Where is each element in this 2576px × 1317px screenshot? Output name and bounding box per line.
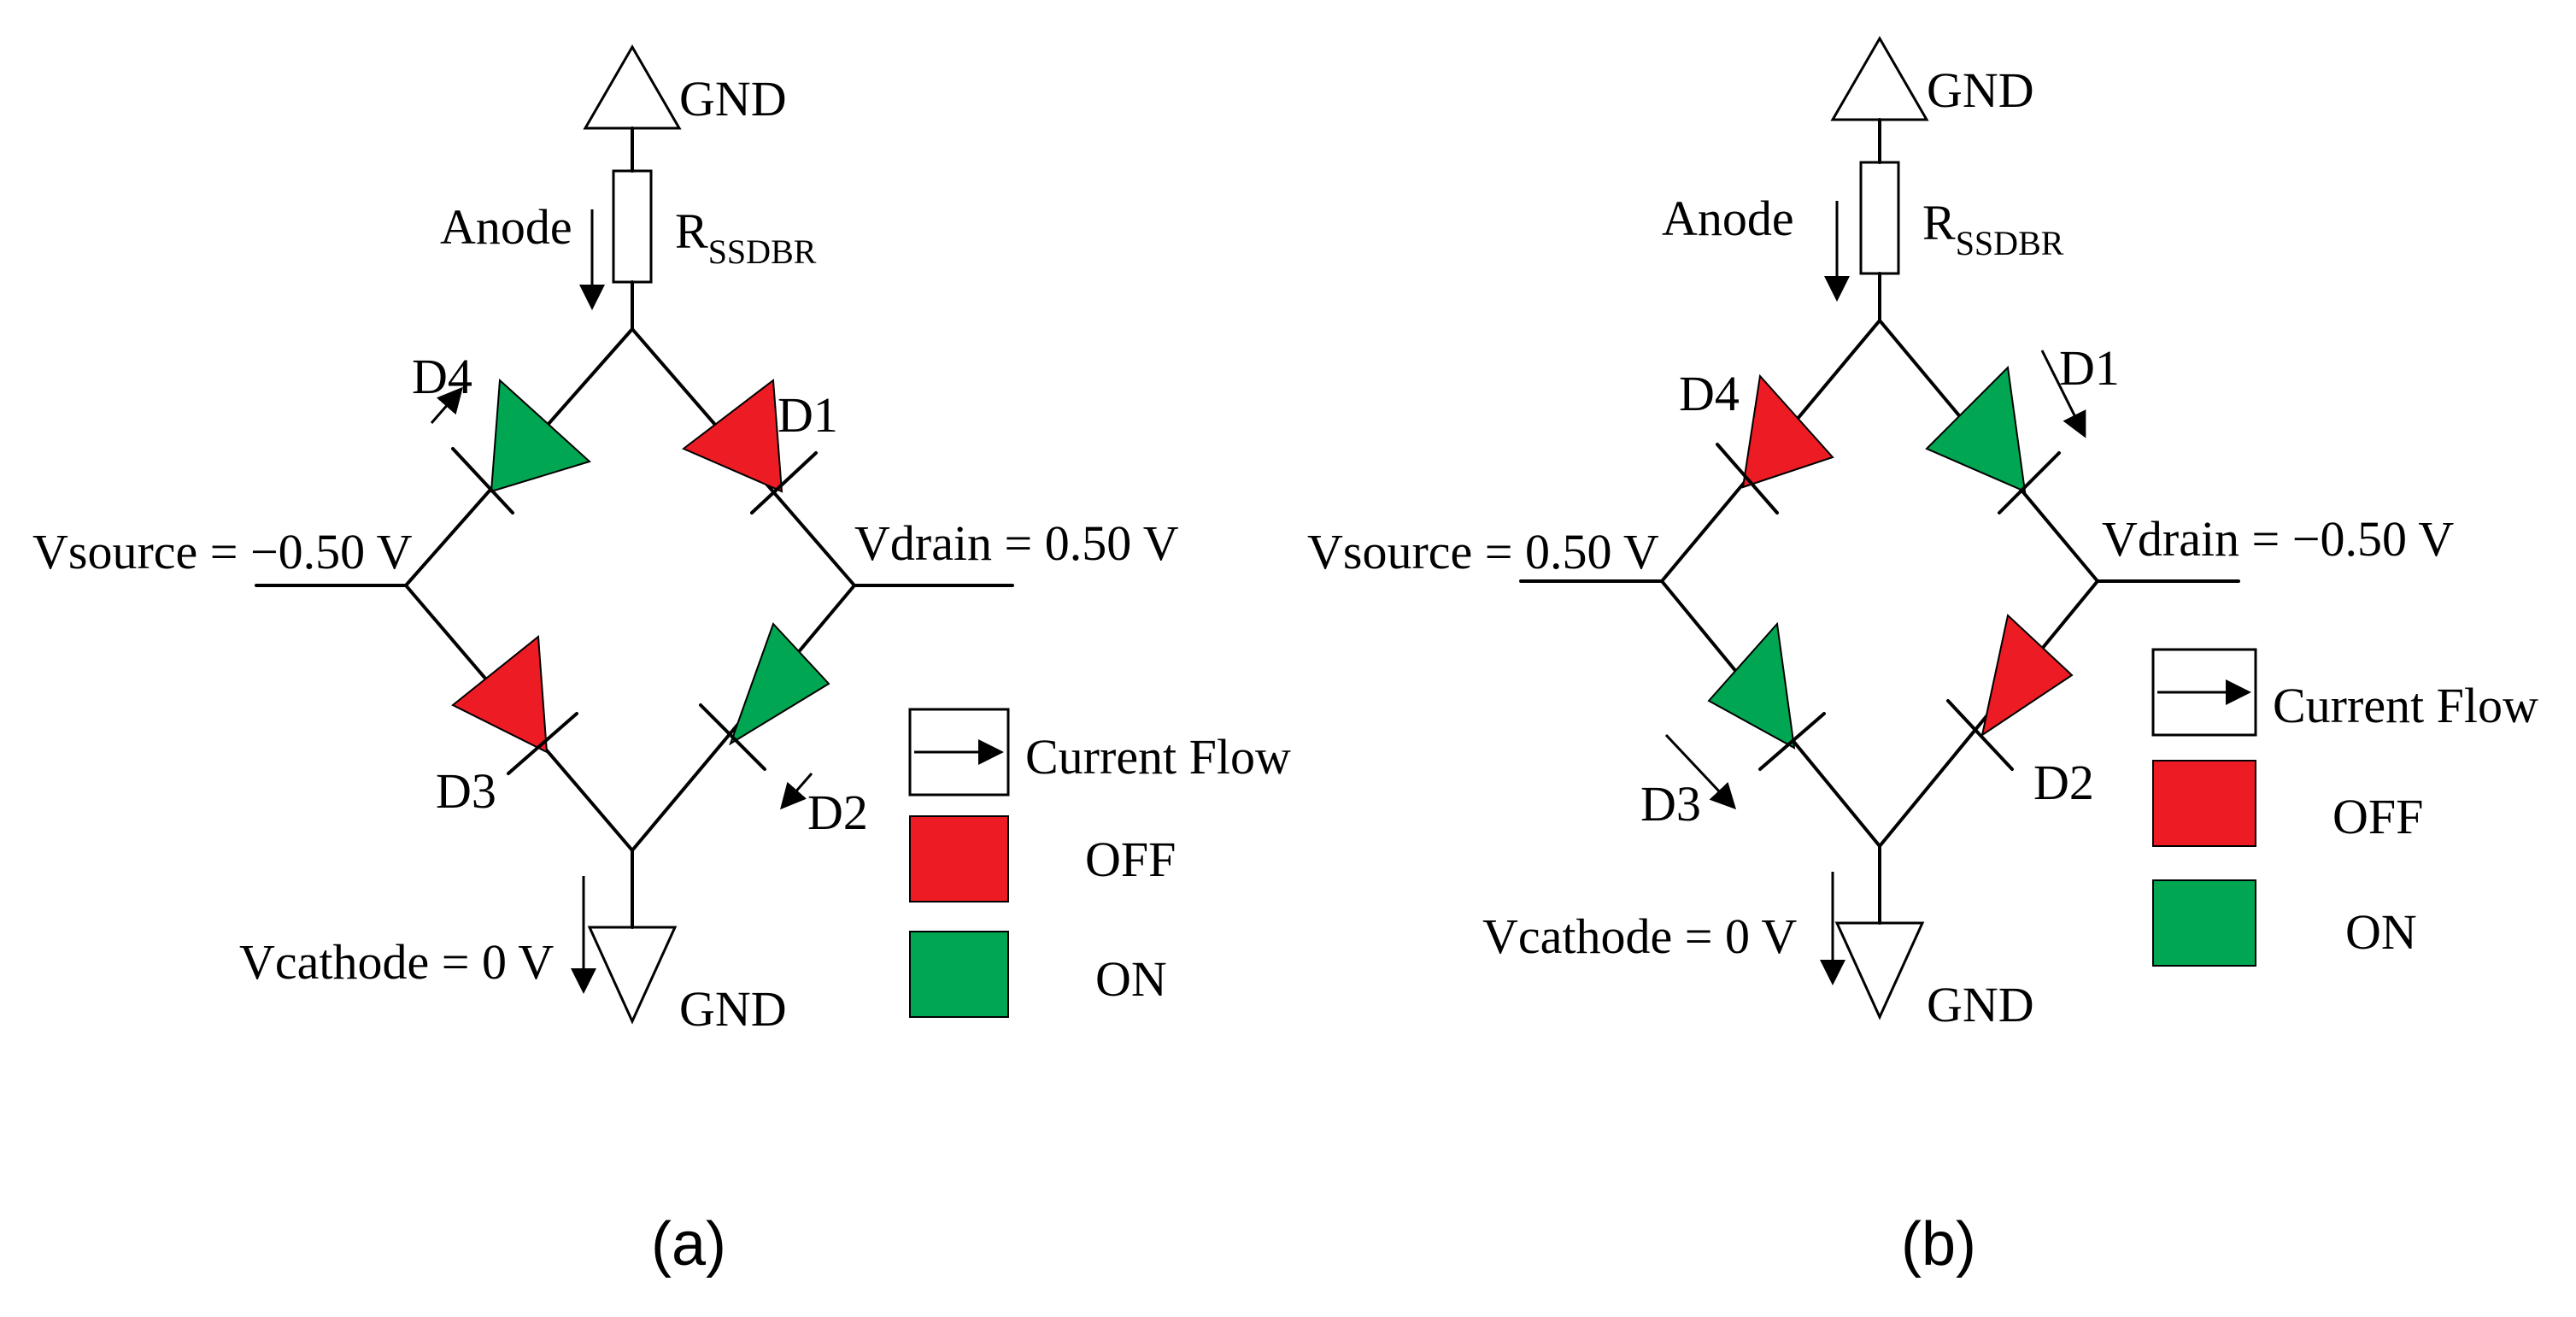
legend-off-swatch bbox=[2152, 760, 2256, 847]
diode-d2: D2 bbox=[699, 622, 868, 840]
diode-d1: D1 bbox=[682, 379, 838, 514]
diode-d2: D2 bbox=[1946, 614, 2094, 810]
ground-bottom-symbol bbox=[1834, 921, 1925, 1020]
diode-d1-label: D1 bbox=[2059, 340, 2120, 396]
vsource-label: Vsource = −0.50 V bbox=[32, 524, 413, 579]
legend-on-swatch bbox=[909, 931, 1009, 1018]
vsource-label: Vsource = 0.50 V bbox=[1307, 524, 1659, 579]
resistor-label: RSSDBR bbox=[675, 203, 817, 271]
resistor-label: RSSDBR bbox=[1922, 195, 2064, 262]
legend-on-label: ON bbox=[2345, 904, 2417, 960]
gnd-top-label: GND bbox=[1927, 62, 2034, 118]
legend-current-flow-label: Current Flow bbox=[2273, 678, 2538, 733]
vcathode-label: Vcathode = 0 V bbox=[239, 934, 554, 990]
resistor bbox=[1859, 161, 1900, 275]
diode-d3-label: D3 bbox=[1640, 776, 1701, 832]
diode-d1-label: D1 bbox=[777, 387, 838, 443]
panel-a: GND RSSDBR Anode Vsource = −0.50 V Vdrai… bbox=[32, 44, 1291, 1279]
diode-d3-label: D3 bbox=[436, 763, 496, 819]
ground-top-symbol bbox=[583, 44, 682, 130]
legend: Current Flow OFF ON bbox=[2151, 648, 2538, 967]
gnd-bottom-label: GND bbox=[1927, 977, 2034, 1032]
legend-current-flow-label: Current Flow bbox=[1025, 729, 1291, 785]
anode-label: Anode bbox=[1662, 191, 1794, 246]
diode-d4-label: D4 bbox=[412, 349, 472, 404]
legend-on-label: ON bbox=[1095, 951, 1167, 1007]
diode-d4: D4 bbox=[1679, 366, 1834, 514]
panel-a-caption: (a) bbox=[651, 1210, 726, 1279]
vdrain-label: Vdrain = 0.50 V bbox=[854, 515, 1179, 571]
diode-d2-label: D2 bbox=[807, 785, 868, 840]
ground-bottom-symbol bbox=[587, 926, 678, 1025]
vdrain-label: Vdrain = −0.50 V bbox=[2102, 511, 2454, 567]
legend: Current Flow OFF ON bbox=[908, 708, 1291, 1018]
diode-d1: D1 bbox=[1925, 340, 2120, 514]
diode-d3: D3 bbox=[436, 635, 578, 819]
legend-off-swatch bbox=[909, 815, 1009, 902]
legend-current-flow-box bbox=[2151, 648, 2257, 737]
diode-d4-label: D4 bbox=[1679, 366, 1740, 421]
diode-d3: D3 bbox=[1640, 621, 1826, 832]
ground-top-symbol bbox=[1830, 36, 1929, 121]
diode-d4: D4 bbox=[412, 349, 591, 514]
gnd-top-label: GND bbox=[679, 71, 787, 126]
resistor bbox=[612, 169, 653, 284]
panel-b-caption: (b) bbox=[1901, 1210, 1976, 1279]
legend-off-label: OFF bbox=[2332, 789, 2423, 844]
gnd-bottom-label: GND bbox=[679, 981, 787, 1037]
anode-label: Anode bbox=[440, 199, 572, 255]
legend-current-flow-box bbox=[908, 708, 1010, 797]
diode-d2-label: D2 bbox=[2033, 755, 2094, 810]
legend-off-label: OFF bbox=[1085, 832, 1176, 887]
panel-b: GND RSSDBR Anode Vsource = 0.50 V Vdrain… bbox=[1307, 36, 2538, 1279]
legend-on-swatch bbox=[2152, 879, 2256, 967]
vcathode-label: Vcathode = 0 V bbox=[1482, 908, 1797, 964]
